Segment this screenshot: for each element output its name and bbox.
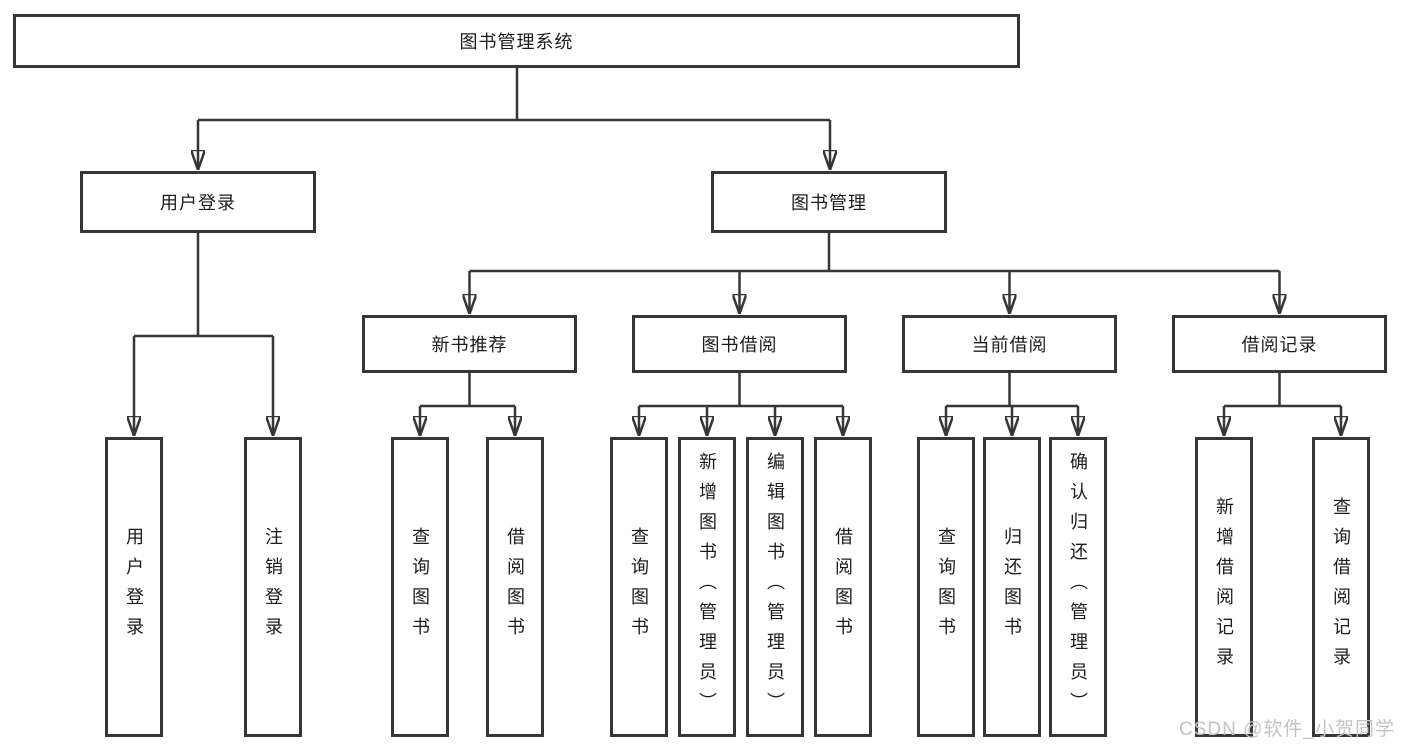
node-book-borrow: 图书借阅 (632, 315, 847, 373)
leaf-edit-books-admin: 编辑图书（管理员） (746, 437, 804, 737)
leaf-user-login: 用户登录 (105, 437, 163, 737)
node-root-system: 图书管理系统 (13, 14, 1020, 68)
leaf-logout: 注销登录 (244, 437, 302, 737)
node-label: 查询借阅记录 (1331, 497, 1351, 677)
node-label: 查询图书 (410, 527, 430, 647)
node-label: 新增借阅记录 (1214, 497, 1234, 677)
node-label: 当前借阅 (971, 335, 1048, 355)
leaf-query-books-3: 查询图书 (917, 437, 975, 737)
leaf-query-books-1: 查询图书 (391, 437, 449, 737)
leaf-return-books: 归还图书 (983, 437, 1041, 737)
leaf-query-books-2: 查询图书 (610, 437, 668, 737)
node-label: 查询图书 (629, 527, 649, 647)
leaf-borrow-books-2: 借阅图书 (814, 437, 872, 737)
node-label: 确认归还（管理员） (1068, 452, 1088, 722)
node-book-management: 图书管理 (711, 171, 947, 233)
node-label: 图书管理系统 (459, 32, 574, 52)
node-user-login: 用户登录 (80, 171, 316, 233)
node-label: 新增图书（管理员） (697, 452, 717, 722)
node-label: 借阅图书 (505, 527, 525, 647)
csdn-watermark: CSDN @软件_小贺同学 (1179, 719, 1395, 740)
node-borrow-record: 借阅记录 (1172, 315, 1387, 373)
node-label: 新书推荐 (431, 335, 508, 355)
leaf-confirm-return-admin: 确认归还（管理员） (1049, 437, 1107, 737)
node-new-book-recommend: 新书推荐 (362, 315, 577, 373)
leaf-query-borrow-record: 查询借阅记录 (1312, 437, 1370, 737)
node-label: 查询图书 (936, 527, 956, 647)
node-label: 用户登录 (124, 527, 144, 647)
leaf-add-books-admin: 新增图书（管理员） (678, 437, 736, 737)
leaf-add-borrow-record: 新增借阅记录 (1195, 437, 1253, 737)
node-label: 借阅图书 (833, 527, 853, 647)
node-label: 用户登录 (160, 193, 236, 213)
node-label: 归还图书 (1002, 527, 1022, 647)
node-label: 注销登录 (263, 527, 283, 647)
node-label: 图书管理 (791, 193, 867, 213)
node-current-borrow: 当前借阅 (902, 315, 1117, 373)
leaf-borrow-books-1: 借阅图书 (486, 437, 544, 737)
node-label: 编辑图书（管理员） (765, 452, 785, 722)
node-label: 借阅记录 (1241, 335, 1318, 355)
node-label: 图书借阅 (701, 335, 778, 355)
